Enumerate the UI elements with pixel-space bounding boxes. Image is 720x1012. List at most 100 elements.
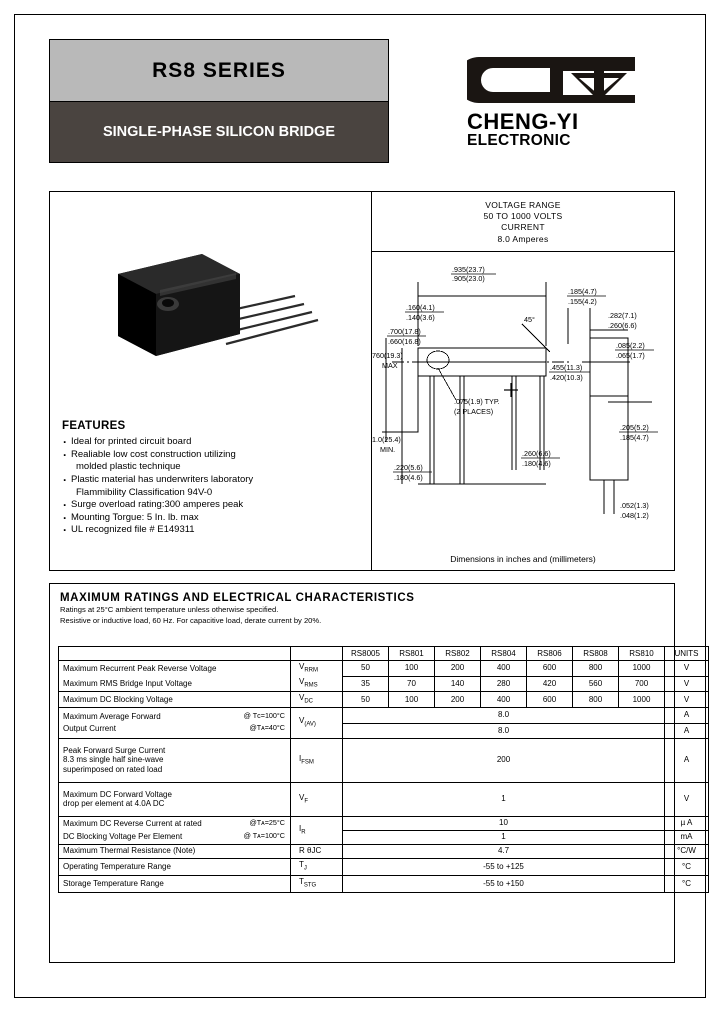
row-unit: °C bbox=[664, 874, 709, 893]
header-rs808: RS808 bbox=[572, 646, 619, 661]
dim-slot-a: .160(4.1) bbox=[406, 303, 435, 312]
row-value-merged: 1 bbox=[342, 829, 665, 845]
sym-base: V bbox=[299, 677, 305, 687]
dim-pitch-b: .420(10.3) bbox=[550, 373, 583, 382]
row-param-text: drop per element at 4.0A DC bbox=[63, 799, 165, 809]
row-value: 560 bbox=[572, 675, 619, 693]
sym-base: V bbox=[299, 662, 305, 671]
ratings-note-2: Resistive or inductive load, 60 Hz. For … bbox=[60, 615, 322, 625]
row-condition: @ Tс=100°C bbox=[243, 711, 285, 721]
header-blank-symbol bbox=[290, 646, 343, 661]
page-subtitle: SINGLE-PHASE SILICON BRIDGE bbox=[102, 124, 336, 140]
row-value: 200 bbox=[434, 691, 481, 709]
page-title: RS8 SERIES bbox=[152, 58, 286, 82]
row-symbol: R θJC bbox=[290, 843, 343, 859]
header-units: UNITS bbox=[664, 646, 709, 661]
dim-hole-b: (2 PLACES) bbox=[454, 407, 493, 416]
row-param-text: Maximum Average Forward bbox=[63, 712, 161, 722]
header-rs8005: RS8005 bbox=[342, 646, 389, 661]
sym-sub: FSM bbox=[301, 759, 314, 766]
row-value: 1000 bbox=[618, 691, 665, 709]
sym-sub: (AV) bbox=[304, 722, 316, 729]
dim-min-label: MIN. bbox=[380, 445, 395, 454]
row-unit: V bbox=[664, 660, 709, 677]
row-unit: V bbox=[664, 675, 709, 693]
dim-body-w-b: .260(6.6) bbox=[608, 321, 637, 330]
row-unit: °C bbox=[664, 857, 709, 876]
dim-body-w-a: .282(7.1) bbox=[608, 311, 637, 320]
dim-right-top-a: .185(4.7) bbox=[568, 287, 597, 296]
sym-base: I bbox=[299, 753, 302, 763]
features-list: Ideal for printed circuit board Realiabl… bbox=[62, 435, 370, 539]
sym-base: I bbox=[299, 823, 302, 833]
row-value-merged: -55 to +125 bbox=[342, 857, 665, 876]
dim-min-h: 1.0(25.4) bbox=[372, 435, 401, 444]
row-value: 600 bbox=[526, 691, 573, 709]
package-outline-drawing: .935(23.7) .905(23.0) .160(4.1) .140(3.6… bbox=[370, 265, 658, 520]
dim-thk-a: .052(1.3) bbox=[620, 501, 649, 510]
dim-height-a: .700(17.8) bbox=[388, 327, 421, 336]
dim-lead-b: .180(4.6) bbox=[394, 473, 423, 482]
header-rs801: RS801 bbox=[388, 646, 435, 661]
row-value: 700 bbox=[618, 675, 665, 693]
dim-lead-a: .220(5.6) bbox=[394, 463, 423, 472]
row-unit: mA bbox=[664, 829, 709, 845]
sym-base: V bbox=[299, 693, 305, 703]
page-header: RS8 SERIES SINGLE-PHASE SILICON BRIDGE C… bbox=[49, 39, 675, 179]
dim-slot-b: .140(3.6) bbox=[406, 313, 435, 322]
row-param-text: DC Blocking Voltage Per Element bbox=[63, 832, 183, 842]
row-param: Maximum Average Forward @ Tс=100°C bbox=[58, 707, 291, 723]
row-value: 35 bbox=[342, 675, 389, 693]
brand-subname: ELECTRONIC bbox=[467, 132, 571, 150]
ratings-title: MAXIMUM RATINGS AND ELECTRICAL CHARACTER… bbox=[60, 592, 415, 604]
feature-item: Realiable low cost construction utilizin… bbox=[62, 448, 370, 463]
dim-lead-c: .260(6.6) bbox=[522, 449, 551, 458]
dim-lead-d: .180(4.6) bbox=[522, 459, 551, 468]
sym-sub: RRM bbox=[304, 667, 319, 674]
row-symbol: VRRM bbox=[290, 660, 343, 677]
row-value: 800 bbox=[572, 691, 619, 709]
dim-top-width-a: .935(23.7) bbox=[452, 265, 485, 274]
cheng-yi-mark-icon bbox=[467, 57, 635, 103]
datasheet-page: RS8 SERIES SINGLE-PHASE SILICON BRIDGE C… bbox=[14, 14, 709, 998]
table-row: Maximum RMS Bridge Input Voltage VRMS 35… bbox=[58, 675, 709, 693]
row-value: 50 bbox=[342, 660, 389, 677]
mechanical-drawing: .935(23.7) .905(23.0) .160(4.1) .140(3.6… bbox=[370, 252, 674, 570]
row-condition: @Tᴀ=40°C bbox=[249, 723, 285, 732]
row-param: DC Blocking Voltage Per Element @ Tᴀ=100… bbox=[58, 830, 291, 845]
subtitle-band: SINGLE-PHASE SILICON BRIDGE bbox=[50, 102, 388, 162]
feature-item: Mounting Torgue: 5 In. lb. max bbox=[62, 511, 370, 526]
sym-sub: DC bbox=[304, 698, 314, 705]
row-unit: A bbox=[664, 737, 709, 783]
dim-max-h: .760(19.3) bbox=[372, 351, 403, 360]
dim-right-top-b: .155(4.2) bbox=[568, 297, 597, 306]
current-value: 8.0 Amperes bbox=[497, 233, 549, 244]
product-photo bbox=[118, 254, 319, 356]
row-condition: @ Tᴀ=100°C bbox=[243, 831, 285, 841]
row-condition: @Tᴀ=25°C bbox=[249, 817, 285, 827]
dim-hole-a: .075(1.9) TYP. bbox=[454, 397, 500, 406]
row-value: 70 bbox=[388, 675, 435, 693]
product-overview-section: FEATURES Ideal for printed circuit board… bbox=[49, 191, 675, 571]
header-blank-param bbox=[58, 646, 291, 661]
sym-base: T bbox=[299, 877, 304, 887]
row-value-merged: 10 bbox=[342, 815, 665, 831]
drawing-caption: Dimensions in inches and (millimeters) bbox=[450, 554, 596, 564]
dim-tab-b: .185(4.7) bbox=[620, 433, 649, 442]
row-param-text: Output Current bbox=[63, 724, 116, 733]
row-value-merged: 4.7 bbox=[342, 843, 665, 859]
sym-sub: F bbox=[304, 798, 309, 805]
row-value: 50 bbox=[342, 691, 389, 709]
sym-base: T bbox=[299, 860, 304, 870]
row-param: Operating Temperature Range bbox=[58, 857, 291, 876]
ratings-note-1: Ratings at 25°C ambient temperature unle… bbox=[60, 605, 279, 614]
sym-sub: STG bbox=[303, 882, 317, 889]
row-param: Peak Forward Surge Current 8.3 ms single… bbox=[58, 737, 291, 783]
header-rs806: RS806 bbox=[526, 646, 573, 661]
row-param-text: superimposed on rated load bbox=[63, 765, 163, 775]
feature-item-cont: Flammibility Classification 94V-0 bbox=[76, 486, 213, 498]
row-param-text: 8.3 ms single half sine-wave bbox=[63, 755, 164, 765]
ratings-header: MAXIMUM RATINGS AND ELECTRICAL CHARACTER… bbox=[50, 584, 674, 628]
dim-tab-a: .205(5.2) bbox=[620, 423, 649, 432]
row-value: 420 bbox=[526, 675, 573, 693]
